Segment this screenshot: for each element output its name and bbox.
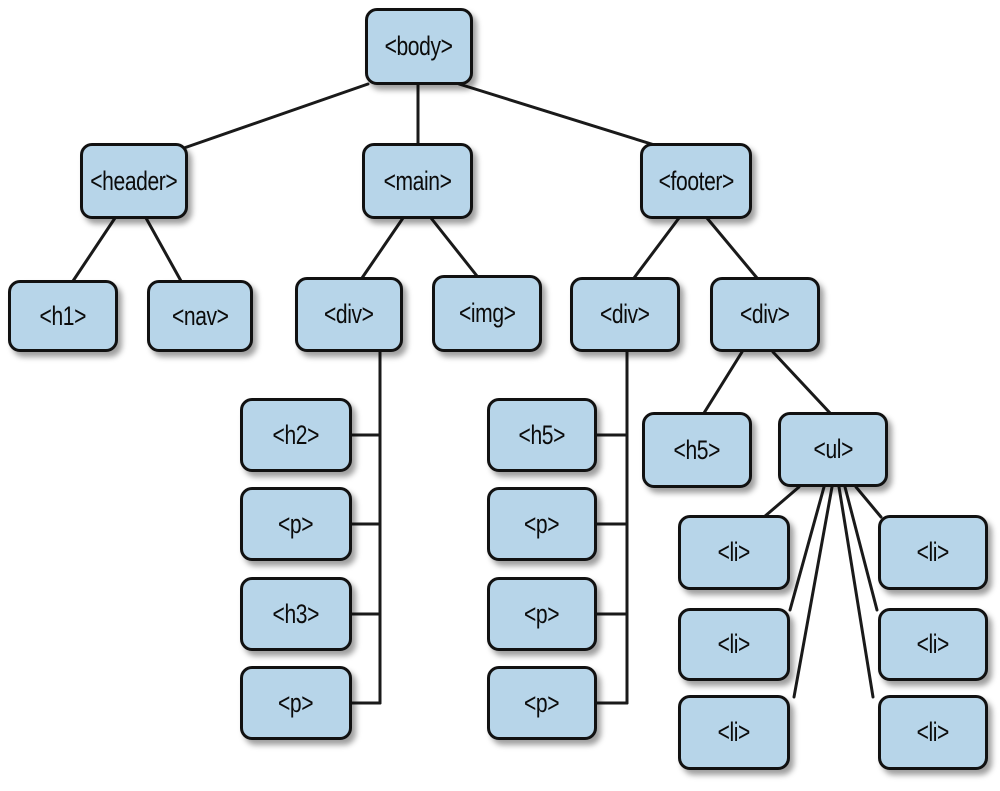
node-li-4: <li>: [878, 515, 988, 590]
node-h5-footer-right: <h5>: [642, 412, 752, 488]
node-footer: <footer>: [640, 143, 752, 219]
node-label: <nav>: [171, 300, 229, 331]
node-li-5: <li>: [878, 608, 988, 681]
edge-ul-li1: [762, 485, 801, 519]
node-p-footer-1: <p>: [487, 487, 597, 561]
node-li-1: <li>: [678, 515, 790, 590]
node-header: <header>: [80, 143, 188, 219]
node-ul: <ul>: [778, 412, 888, 487]
node-body: <body>: [365, 8, 473, 85]
node-div-footer-right: <div>: [710, 277, 820, 352]
node-p-footer-2: <p>: [487, 577, 597, 651]
node-li-3: <li>: [678, 695, 790, 770]
edge-ul-li5: [843, 485, 879, 612]
node-label: <h1>: [39, 300, 87, 331]
edge-header-h1: [71, 216, 117, 283]
edge-ul-li3: [792, 485, 834, 699]
node-label: <p>: [524, 687, 560, 718]
node-li-6: <li>: [878, 695, 988, 770]
node-div-footer-left: <div>: [570, 277, 680, 352]
edge-ul-li4: [854, 485, 883, 519]
node-label: <main>: [383, 165, 452, 196]
node-label: <h3>: [272, 598, 320, 629]
node-p-main-2: <p>: [240, 666, 352, 740]
node-label: <img>: [458, 298, 516, 328]
node-main: <main>: [362, 143, 473, 219]
node-label: <h5>: [518, 419, 566, 450]
edge-main-div: [360, 216, 405, 280]
node-label: <ul>: [813, 434, 853, 464]
node-label: <p>: [524, 508, 560, 539]
node-label: <li>: [916, 717, 950, 747]
node-label: <body>: [385, 31, 453, 61]
node-label: <header>: [90, 165, 178, 196]
node-h3: <h3>: [240, 577, 352, 651]
node-label: <p>: [278, 508, 314, 539]
node-li-2: <li>: [678, 608, 790, 681]
node-label: <h2>: [272, 419, 320, 450]
edge-ul-li6: [837, 485, 875, 699]
edge-footer-div-left: [632, 216, 681, 280]
node-label: <li>: [916, 629, 950, 659]
node-label: <li>: [916, 537, 950, 567]
edge-header-nav: [144, 216, 183, 283]
node-h2: <h2>: [240, 398, 352, 472]
node-label: <h5>: [673, 434, 721, 465]
node-p-footer-3: <p>: [487, 666, 597, 740]
node-img: <img>: [432, 275, 542, 352]
node-label: <div>: [324, 299, 374, 329]
node-label: <li>: [717, 537, 751, 567]
node-h5-footer-left: <h5>: [487, 398, 597, 472]
edge-footer-div-right: [705, 216, 759, 280]
edge-body-footer: [457, 82, 663, 149]
node-label: <div>: [600, 299, 650, 329]
node-label: <footer>: [658, 165, 734, 196]
node-label: <p>: [278, 687, 314, 718]
node-label: <div>: [740, 299, 790, 329]
node-nav: <nav>: [147, 280, 253, 352]
node-label: <p>: [524, 598, 560, 629]
edge-divfooterright-ul: [771, 350, 832, 415]
edge-main-img: [429, 216, 479, 278]
node-h1: <h1>: [8, 280, 118, 352]
node-label: <li>: [717, 717, 751, 747]
edge-body-header: [182, 82, 370, 150]
node-p-main-1: <p>: [240, 487, 352, 561]
node-label: <li>: [717, 629, 751, 659]
edge-ul-li2: [788, 485, 826, 612]
edge-divfooterright-h5: [702, 350, 744, 415]
node-div-main: <div>: [295, 277, 403, 352]
